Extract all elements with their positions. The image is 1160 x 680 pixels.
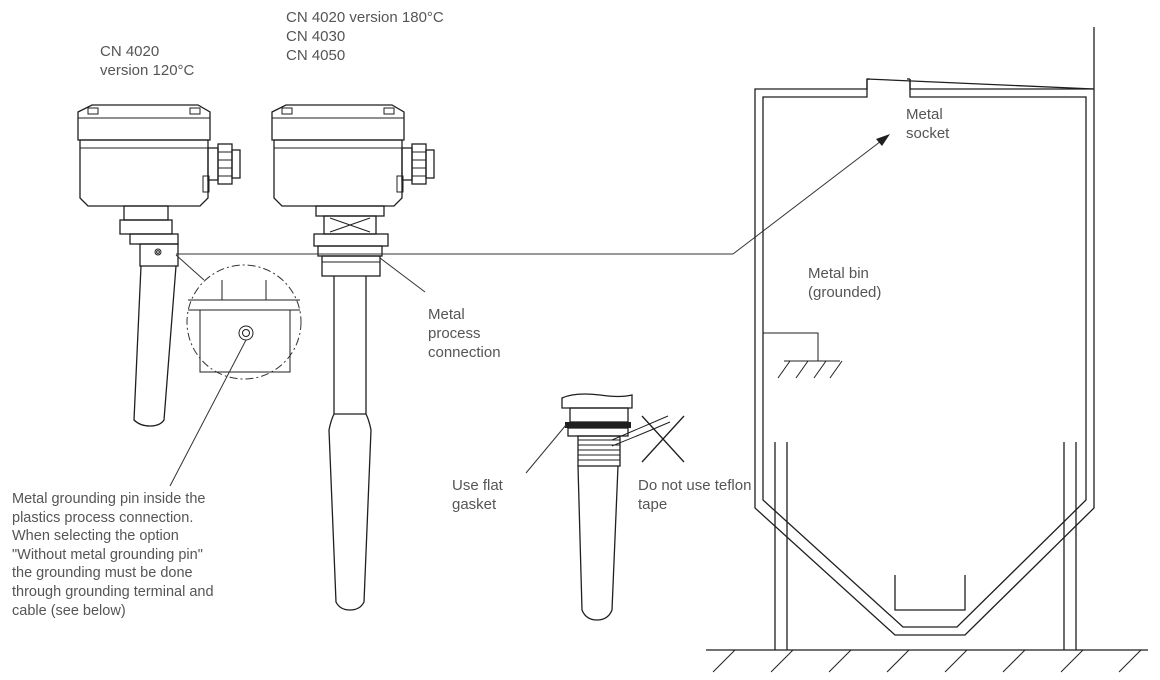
label-right-models: CN 4020 version 180°C CN 4030 CN 4050 (286, 9, 444, 64)
middle-sensor (271, 104, 435, 611)
arrow-line (732, 137, 886, 255)
label-use-flat-gasket: Use flat gasket (452, 477, 503, 513)
arrow-head (876, 134, 890, 146)
label-metal-socket: Metal socket (906, 106, 950, 142)
label-metal-bin: Metal bin (grounded) (808, 265, 882, 301)
metal-bin (706, 27, 1148, 673)
gasket-sensor (525, 393, 685, 621)
cross-icon-b (641, 415, 685, 463)
left-sensor (77, 104, 302, 487)
label-no-teflon-tape: Do not use teflon tape (638, 477, 752, 513)
label-grounding-pin-note: Metal grounding pin inside the plastics … (12, 491, 214, 619)
label-left-model: CN 4020 version 120°C (100, 43, 195, 79)
label-metal-process-connection: Metal process connection (428, 306, 501, 361)
